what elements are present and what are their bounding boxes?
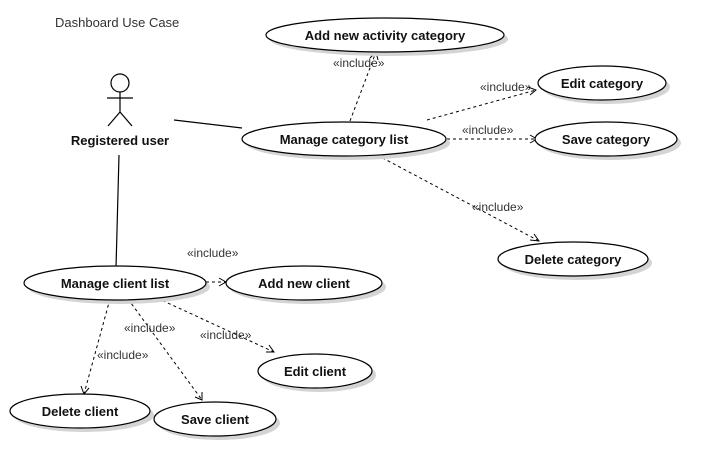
include-label: «include» — [97, 348, 149, 362]
use-case-save-client[interactable]: Save client — [153, 401, 280, 440]
actor-head — [110, 73, 130, 93]
use-case-label: Manage category list — [280, 132, 409, 147]
use-case-label: Edit category — [561, 76, 644, 91]
use-case-manage-client-list[interactable]: Manage client list — [23, 265, 210, 304]
include-delete-category: «include» — [376, 154, 541, 242]
use-case-label: Save client — [181, 412, 250, 427]
use-case-edit-client[interactable]: Edit client — [257, 353, 376, 392]
use-case-label: Edit client — [284, 364, 347, 379]
actor-registered-user: Registered user — [71, 73, 169, 148]
include-label: «include» — [472, 200, 524, 214]
include-label: «include» — [480, 80, 532, 94]
include-save-category: «include» — [447, 123, 539, 144]
include-edit-category: «include» — [426, 80, 537, 121]
include-label: «include» — [187, 246, 239, 260]
use-case-delete-client[interactable]: Delete client — [9, 393, 154, 432]
include-add-new-activity-category: «include» — [333, 51, 385, 122]
use-case-delete-category[interactable]: Delete category — [497, 241, 652, 280]
actor-left-leg — [107, 111, 121, 127]
association-actor-manage-category — [173, 119, 243, 129]
use-case-add-new-activity-category[interactable]: Add new activity category — [265, 17, 508, 56]
use-case-label: Save category — [562, 132, 651, 147]
actor-right-leg — [119, 111, 133, 127]
use-case-save-category[interactable]: Save category — [534, 121, 681, 160]
include-label: «include» — [333, 56, 385, 70]
association-actor-manage-client — [115, 154, 120, 269]
use-case-add-new-client[interactable]: Add new client — [225, 265, 386, 304]
include-save-client: «include» — [124, 298, 203, 401]
include-label: «include» — [124, 321, 176, 335]
include-label: «include» — [462, 123, 514, 137]
use-case-label: Delete client — [42, 404, 119, 419]
use-case-label: Add new client — [258, 276, 350, 291]
use-case-label: Manage client list — [61, 276, 170, 291]
use-case-label: Delete category — [525, 252, 623, 267]
include-edit-client: «include» — [156, 297, 275, 353]
include-label: «include» — [200, 328, 252, 342]
actor-label: Registered user — [71, 133, 169, 148]
diagram-title: Dashboard Use Case — [55, 15, 179, 30]
use-case-manage-category-list[interactable]: Manage category list — [241, 121, 450, 160]
use-case-edit-category[interactable]: Edit category — [537, 65, 670, 104]
include-delete-client: «include» — [80, 298, 149, 395]
use-case-label: Add new activity category — [305, 28, 466, 43]
